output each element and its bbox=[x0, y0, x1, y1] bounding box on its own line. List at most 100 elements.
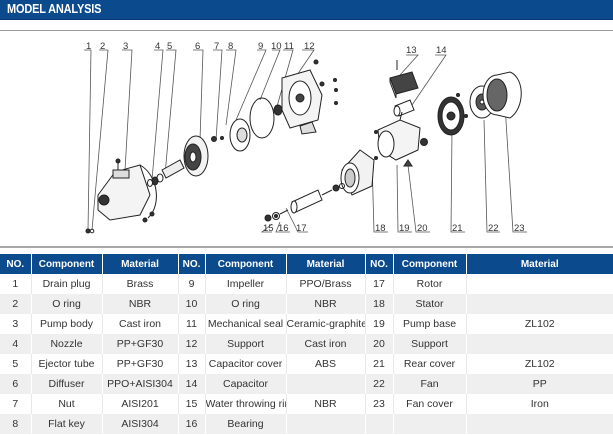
cell-component: Nozzle bbox=[30, 334, 102, 354]
header-material: Material bbox=[285, 254, 365, 274]
leader-line-23 bbox=[504, 104, 527, 233]
callout-13: 13 bbox=[406, 45, 417, 56]
leader-line-14 bbox=[411, 54, 447, 106]
cell-material: PP bbox=[465, 374, 613, 394]
capacitor-part bbox=[393, 99, 415, 117]
drain-plug-part bbox=[85, 228, 91, 234]
cell-component: Mechanical seal bbox=[204, 314, 286, 334]
impeller-part bbox=[229, 118, 251, 152]
cell-component: Capacitor bbox=[204, 374, 286, 394]
capacitor-cover-part bbox=[389, 60, 419, 99]
cell-component: O ring bbox=[30, 294, 102, 314]
water-throwing-ring-part bbox=[264, 214, 272, 222]
callout-17: 17 bbox=[296, 223, 307, 234]
callout-9: 9 bbox=[258, 41, 263, 52]
cell-material: PPO/Brass bbox=[285, 274, 365, 294]
o-ring-large-part bbox=[249, 97, 275, 139]
cell-no: 1 bbox=[0, 274, 31, 294]
cell-component: Flat key bbox=[30, 414, 102, 434]
cell-no: 15 bbox=[177, 394, 205, 414]
leader-line-17 bbox=[285, 207, 308, 233]
parts-table: NO. Component Material NO. Component Mat… bbox=[0, 254, 613, 434]
mechanical-seal-part bbox=[273, 104, 283, 116]
cell-component: Fan bbox=[392, 374, 466, 394]
callout-5: 5 bbox=[167, 41, 172, 52]
cell-material: PP+GF30 bbox=[101, 334, 178, 354]
header-component: Component bbox=[204, 254, 286, 274]
callout-10: 10 bbox=[271, 41, 282, 52]
table-header-row: NO. Component Material NO. Component Mat… bbox=[0, 254, 613, 274]
support-part bbox=[420, 138, 428, 146]
callout-1: 1 bbox=[86, 41, 91, 52]
cell-no: 21 bbox=[364, 354, 393, 374]
pump-body-part bbox=[97, 158, 157, 221]
cell-material: PPO+AISI304 bbox=[101, 374, 178, 394]
cell-material: ZL102 bbox=[465, 314, 613, 334]
cell-material: PP+GF30 bbox=[101, 354, 178, 374]
cell-component: Diffuser bbox=[30, 374, 102, 394]
cell-component: Fan cover bbox=[392, 394, 466, 414]
section-header: MODEL ANALYSIS bbox=[0, 0, 613, 20]
cell-component: Drain plug bbox=[30, 274, 102, 294]
callout-4: 4 bbox=[155, 41, 160, 52]
callout-20: 20 bbox=[417, 223, 428, 234]
cell-no: 14 bbox=[177, 374, 205, 394]
nut-part bbox=[211, 136, 217, 142]
cell-no: 20 bbox=[364, 334, 393, 354]
callout-21: 21 bbox=[452, 223, 463, 234]
header-material: Material bbox=[465, 254, 613, 274]
cell-material: ABS bbox=[285, 354, 365, 374]
cell-no: 22 bbox=[364, 374, 393, 394]
cell-no: 9 bbox=[177, 274, 205, 294]
header-no: NO. bbox=[177, 254, 205, 274]
table-divider bbox=[0, 246, 613, 248]
cell-no bbox=[364, 414, 393, 434]
cell-component: Nut bbox=[30, 394, 102, 414]
cell-material bbox=[465, 414, 613, 434]
cell-no: 2 bbox=[0, 294, 31, 314]
leader-line-22 bbox=[483, 119, 500, 233]
cell-component: Capacitor cover bbox=[204, 354, 286, 374]
stator-part bbox=[340, 149, 375, 196]
callout-12: 12 bbox=[304, 41, 315, 52]
cell-no: 16 bbox=[177, 414, 205, 434]
cell-material: Ceramic-graphite bbox=[285, 314, 365, 334]
callout-8: 8 bbox=[228, 41, 233, 52]
cell-no: 4 bbox=[0, 334, 31, 354]
callout-2: 2 bbox=[100, 41, 105, 52]
leader-line-7 bbox=[213, 49, 223, 141]
leader-line-4 bbox=[151, 49, 164, 181]
leader-line-10 bbox=[259, 49, 281, 101]
cell-material bbox=[465, 334, 613, 354]
top-divider bbox=[0, 30, 613, 31]
support-bracket-part bbox=[281, 59, 325, 135]
cell-no: 7 bbox=[0, 394, 31, 414]
cell-no: 3 bbox=[0, 314, 31, 334]
cell-component: Support bbox=[204, 334, 286, 354]
leader-line-12 bbox=[294, 49, 315, 79]
cell-material: Cast iron bbox=[101, 314, 178, 334]
pump-base-part bbox=[377, 111, 421, 167]
leader-line-21 bbox=[450, 129, 465, 233]
cell-component: Stator bbox=[392, 294, 466, 314]
exploded-pump-diagram: 1 2 3 4 5 6 7 8 9 10 11 12 13 14 15 16 1… bbox=[84, 41, 527, 234]
leader-line-18 bbox=[371, 159, 388, 233]
flat-key-part bbox=[220, 136, 224, 140]
callout-11: 11 bbox=[284, 41, 294, 52]
cell-material: AISI304 bbox=[101, 414, 178, 434]
callout-16: 16 bbox=[278, 223, 289, 234]
leader-line-3 bbox=[122, 49, 133, 171]
callout-7: 7 bbox=[214, 41, 219, 52]
leader-line-9 bbox=[235, 49, 267, 121]
cell-component: Pump body bbox=[30, 314, 102, 334]
rear-cover-part bbox=[437, 96, 465, 136]
cell-material bbox=[285, 374, 365, 394]
header-no: NO. bbox=[364, 254, 393, 274]
cell-material: AISI201 bbox=[101, 394, 178, 414]
cell-no: 10 bbox=[177, 294, 205, 314]
